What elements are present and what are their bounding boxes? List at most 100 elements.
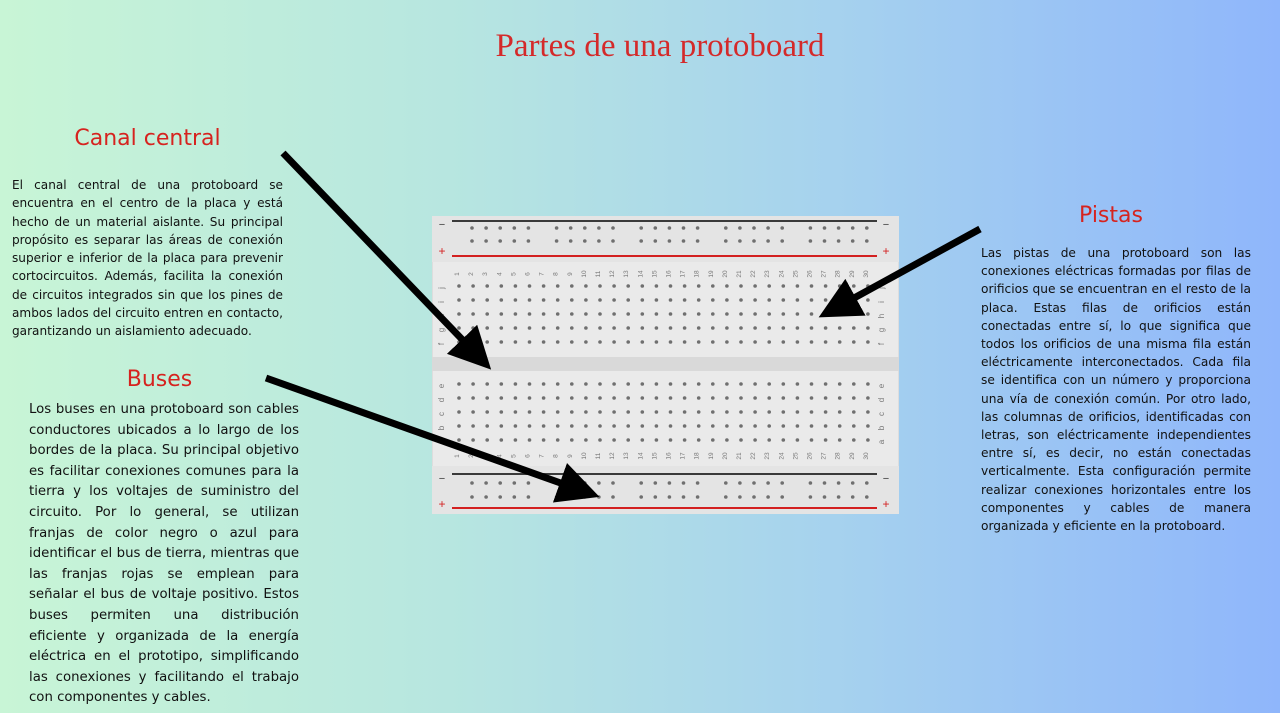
rail-hole	[470, 226, 474, 230]
grid-hole	[837, 340, 842, 344]
grid-hole	[640, 396, 645, 400]
column-number-label: 24	[778, 270, 785, 278]
grid-hole	[795, 382, 800, 386]
grid-hole	[457, 312, 461, 316]
grid-hole	[499, 284, 504, 288]
grid-hole	[570, 284, 574, 288]
grid-hole	[696, 312, 701, 316]
rail-hole	[850, 481, 855, 485]
grid-hole	[795, 424, 800, 428]
rail-hole	[653, 239, 658, 243]
row-letter-label: d	[437, 398, 446, 402]
column-number-label: 10	[581, 270, 588, 278]
grid-hole	[837, 424, 842, 428]
column-number-label: 7	[539, 454, 546, 458]
rail-hole	[836, 226, 841, 230]
grid-hole	[767, 396, 771, 400]
grid-hole	[682, 410, 687, 414]
grid-hole	[485, 396, 489, 400]
column-number-label: 17	[680, 452, 687, 460]
grid-hole	[471, 396, 475, 400]
grid-hole	[457, 424, 461, 428]
row-letter-label: c	[877, 412, 886, 416]
grid-hole	[457, 382, 461, 386]
rail-hole	[498, 239, 502, 243]
rail-hole	[836, 481, 841, 485]
grid-hole	[541, 382, 546, 386]
grid-hole	[767, 298, 771, 302]
grid-hole	[795, 396, 800, 400]
grid-hole	[795, 438, 800, 442]
column-number-label: 22	[750, 270, 757, 278]
rail-hole	[484, 226, 488, 230]
column-number-label: 1	[454, 454, 461, 458]
grid-hole	[739, 284, 743, 288]
grid-hole	[739, 410, 743, 414]
pistas-text: Las pistas de una protoboard son las con…	[981, 246, 1251, 534]
rail-hole	[850, 239, 855, 243]
grid-hole	[626, 312, 630, 316]
column-number-label: 9	[567, 272, 574, 276]
grid-hole	[725, 424, 729, 428]
grid-hole	[866, 326, 870, 330]
rail-plus-label: +	[882, 244, 889, 258]
grid-hole	[711, 326, 715, 330]
grid-hole	[852, 438, 856, 442]
grid-hole	[541, 298, 546, 302]
grid-hole	[654, 298, 659, 302]
grid-hole	[795, 312, 800, 316]
grid-hole	[781, 396, 786, 400]
grid-hole	[682, 396, 687, 400]
grid-hole	[541, 312, 546, 316]
column-number-label: 9	[567, 454, 574, 458]
column-number-label: 21	[736, 452, 743, 460]
grid-hole	[696, 396, 701, 400]
grid-hole	[753, 410, 757, 414]
row-letter-label: b	[877, 425, 886, 430]
rail-hole	[695, 226, 700, 230]
grid-hole	[725, 382, 729, 386]
rail-hole	[780, 495, 784, 499]
rail-hole	[822, 226, 827, 230]
rail-hole	[836, 239, 841, 243]
grid-hole	[541, 326, 546, 330]
rail-hole	[568, 226, 573, 230]
column-number-label: 28	[835, 452, 842, 460]
grid-hole	[513, 340, 518, 344]
grid-hole	[654, 382, 659, 386]
rail-hole	[597, 226, 601, 230]
rail-hole	[766, 226, 770, 230]
grid-hole	[584, 410, 588, 414]
grid-hole	[739, 438, 743, 442]
rail-hole	[639, 226, 643, 230]
grid-hole	[809, 312, 814, 316]
rail-hole	[667, 226, 672, 230]
grid-hole	[499, 396, 504, 400]
grid-hole	[570, 396, 574, 400]
column-number-label: 23	[764, 452, 771, 460]
column-number-label: 2	[468, 454, 475, 458]
grid-hole	[753, 298, 757, 302]
grid-hole	[640, 410, 645, 414]
grid-hole	[527, 396, 532, 400]
grid-hole	[541, 438, 546, 442]
grid-hole	[584, 438, 588, 442]
column-number-label: 4	[496, 272, 503, 276]
row-letter-label: e	[877, 383, 886, 388]
rail-hole	[695, 239, 700, 243]
grid-hole	[513, 326, 518, 330]
grid-hole	[640, 438, 645, 442]
column-number-label: 29	[849, 270, 856, 278]
grid-hole	[499, 326, 504, 330]
rail-hole	[611, 495, 615, 499]
grid-hole	[612, 340, 616, 344]
row-letter-label: a	[877, 439, 886, 444]
grid-hole	[654, 284, 659, 288]
rail-hole	[568, 239, 573, 243]
grid-hole	[866, 396, 870, 400]
rail-hole	[766, 239, 770, 243]
rail-hole	[512, 495, 517, 499]
buses-arrow	[264, 374, 600, 503]
grid-hole	[485, 438, 489, 442]
grid-hole	[598, 410, 602, 414]
